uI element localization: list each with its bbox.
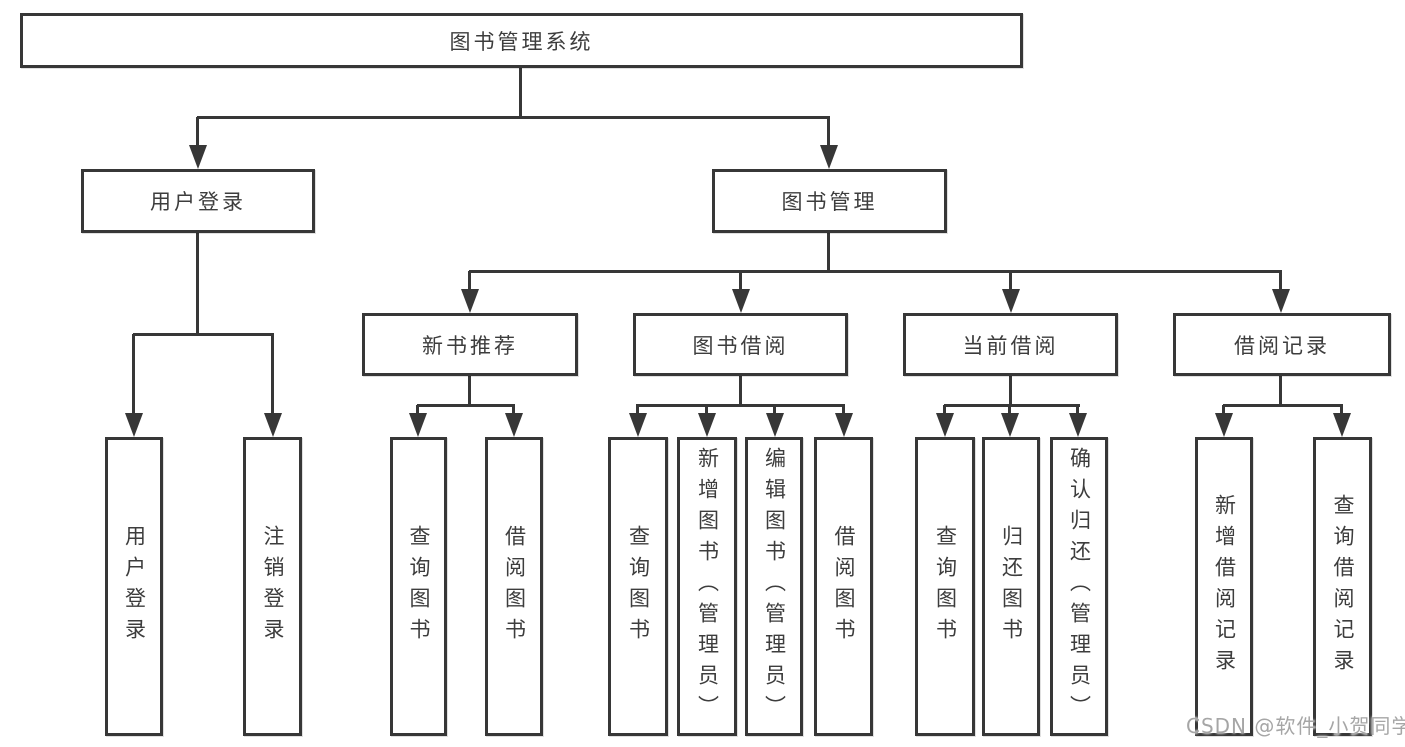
leaf-recommend-borrow-book: 借阅图书	[485, 437, 543, 736]
leaf-borrowing-borrow-book: 借阅图书	[814, 437, 873, 736]
edge-line	[636, 404, 845, 407]
edge-line	[417, 404, 515, 407]
node-label: 确认归还（管理员）	[1067, 447, 1092, 726]
node-label: 查询图书	[407, 524, 431, 649]
arrow-down-icon	[505, 413, 523, 437]
node-label: 用户登录	[150, 190, 246, 214]
edge-root-stem	[519, 68, 522, 118]
node-label: 新增借阅记录	[1212, 493, 1237, 680]
arrow-down-icon	[835, 413, 853, 437]
node-borrow-records: 借阅记录	[1173, 313, 1391, 376]
arrow-down-icon	[1215, 413, 1233, 437]
leaf-return-book: 归还图书	[982, 437, 1040, 736]
watermark: CSDN @软件_小贺同学	[1186, 714, 1405, 738]
edge-line	[1076, 405, 1079, 416]
arrow-down-icon	[732, 289, 750, 313]
leaf-current-query-book: 查询图书	[915, 437, 975, 736]
node-label: 当前借阅	[962, 333, 1059, 358]
arrow-down-icon	[189, 145, 207, 169]
arrow-down-icon	[1002, 289, 1020, 313]
leaf-edit-book-admin: 编辑图书（管理员）	[745, 437, 803, 736]
node-label: 新书推荐	[422, 333, 518, 358]
edge-line	[1009, 376, 1012, 406]
node-label: 借阅图书	[832, 524, 856, 649]
edge-line	[1279, 376, 1282, 406]
edge-line	[133, 333, 274, 336]
arrow-down-icon	[264, 413, 282, 437]
leaf-confirm-return-admin: 确认归还（管理员）	[1050, 437, 1108, 736]
node-label: 图书管理	[781, 190, 878, 214]
leaf-recommend-query-book: 查询图书	[390, 437, 447, 736]
edge-line	[1222, 405, 1225, 416]
edge-line	[416, 405, 419, 416]
leaf-add-book-admin: 新增图书（管理员）	[677, 437, 737, 736]
leaf-user-login: 用户登录	[105, 437, 163, 736]
edge-line	[468, 271, 471, 291]
node-label: 借阅记录	[1234, 333, 1330, 358]
node-label: 编辑图书（管理员）	[762, 447, 787, 726]
edge-line	[468, 376, 471, 406]
edge-line	[512, 405, 515, 416]
node-label: 用户登录	[122, 524, 147, 649]
edge-line	[636, 405, 639, 416]
edge-line	[705, 405, 708, 416]
arrow-down-icon	[1001, 413, 1019, 437]
node-current-borrowing: 当前借阅	[903, 313, 1118, 376]
leaf-add-borrow-record: 新增借阅记录	[1195, 437, 1253, 736]
node-label: 查询图书	[626, 524, 651, 649]
arrow-down-icon	[409, 413, 427, 437]
edge-line	[196, 232, 199, 335]
arrow-down-icon	[1069, 413, 1087, 437]
edge-root-hline	[197, 116, 830, 119]
node-book-borrowing: 图书借阅	[633, 313, 848, 376]
edge-line	[943, 405, 946, 416]
edge-line	[196, 117, 199, 146]
leaf-query-borrow-record: 查询借阅记录	[1313, 437, 1372, 736]
node-new-book-recommend: 新书推荐	[362, 313, 578, 376]
node-root: 图书管理系统	[20, 13, 1023, 68]
arrow-down-icon	[1333, 413, 1351, 437]
arrow-down-icon	[461, 289, 479, 313]
leaf-borrowing-query-book: 查询图书	[608, 437, 668, 736]
edge-line	[469, 270, 1282, 273]
arrow-down-icon	[1272, 289, 1290, 313]
edge-line	[842, 405, 845, 416]
arrow-down-icon	[629, 413, 647, 437]
node-label: 借阅图书	[502, 524, 527, 649]
arrow-down-icon	[698, 413, 716, 437]
node-label: 注销登录	[261, 524, 285, 649]
node-label: 查询图书	[933, 524, 958, 649]
node-label: 查询借阅记录	[1331, 493, 1355, 680]
node-label: 归还图书	[999, 524, 1024, 649]
edge-line	[271, 334, 274, 414]
edge-line	[1340, 405, 1343, 416]
edge-line	[944, 404, 1080, 407]
edge-line	[132, 334, 135, 414]
arrow-down-icon	[766, 413, 784, 437]
node-user-login: 用户登录	[81, 169, 315, 233]
edge-line	[1279, 271, 1282, 291]
edge-line	[827, 117, 830, 146]
edge-line	[1009, 271, 1012, 291]
arrow-down-icon	[820, 145, 838, 169]
edge-line	[773, 405, 776, 416]
edge-line	[827, 232, 830, 272]
node-root-label: 图书管理系统	[449, 29, 594, 54]
arrow-down-icon	[936, 413, 954, 437]
edge-line	[1008, 405, 1011, 416]
edge-line	[739, 271, 742, 291]
arrow-down-icon	[125, 413, 143, 437]
node-label: 新增图书（管理员）	[695, 447, 720, 726]
edge-line	[739, 376, 742, 406]
leaf-logout: 注销登录	[243, 437, 302, 736]
node-book-management: 图书管理	[712, 169, 947, 233]
edge-line	[1223, 404, 1343, 407]
node-label: 图书借阅	[692, 333, 789, 358]
